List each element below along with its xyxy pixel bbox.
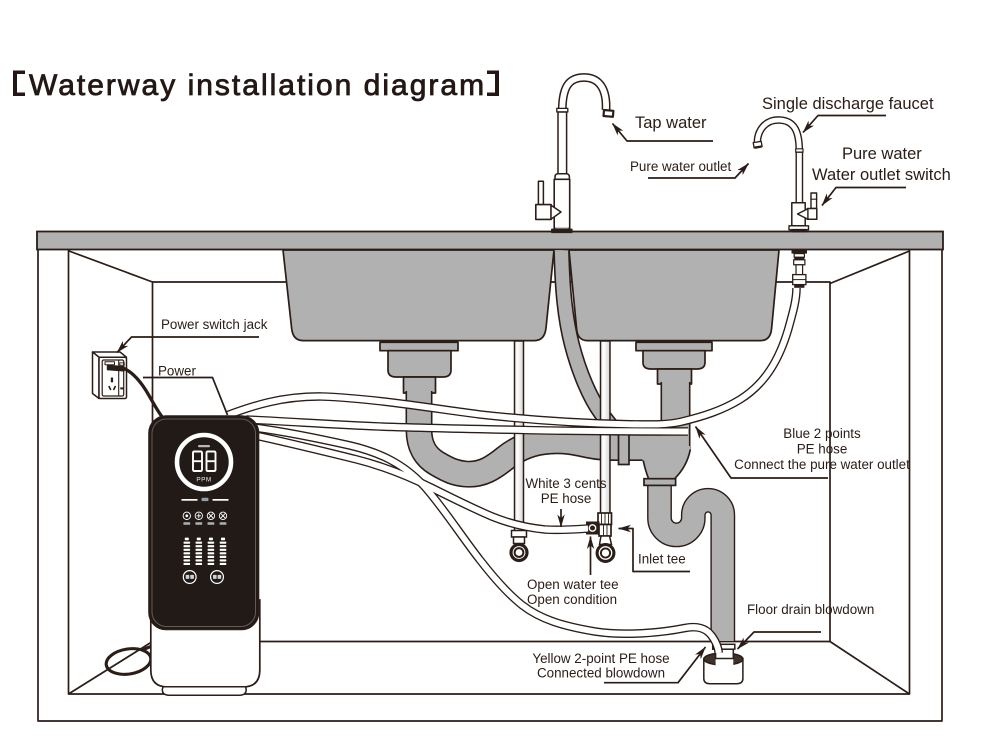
svg-text:White 3 cents: White 3 cents	[525, 476, 606, 491]
svg-text:PE hose: PE hose	[797, 442, 848, 457]
svg-text:Blue 2 points: Blue 2 points	[783, 426, 861, 441]
svg-text:Inlet tee: Inlet tee	[638, 552, 686, 567]
svg-text:PE hose: PE hose	[541, 491, 592, 506]
svg-text:Pure water: Pure water	[842, 145, 922, 163]
svg-text:Open condition: Open condition	[527, 592, 617, 607]
svg-text:Open water tee: Open water tee	[527, 577, 619, 592]
svg-text:Water outlet switch: Water outlet switch	[812, 166, 951, 184]
svg-text:Power switch jack: Power switch jack	[161, 317, 268, 332]
svg-text:Single discharge faucet: Single discharge faucet	[762, 95, 934, 113]
svg-text:Connected blowdown: Connected blowdown	[537, 666, 665, 681]
svg-text:Tap water: Tap water	[635, 114, 707, 132]
svg-text:Connect the pure water outlet: Connect the pure water outlet	[734, 457, 910, 472]
svg-text:PPM: PPM	[196, 477, 211, 484]
svg-text:Power: Power	[158, 364, 196, 379]
svg-text:Yellow 2-point PE hose: Yellow 2-point PE hose	[532, 651, 669, 666]
svg-text:Floor drain blowdown: Floor drain blowdown	[747, 602, 874, 617]
svg-text:Waterway installation diagram: Waterway installation diagram	[29, 69, 486, 102]
svg-text:Pure water outlet: Pure water outlet	[630, 159, 732, 174]
